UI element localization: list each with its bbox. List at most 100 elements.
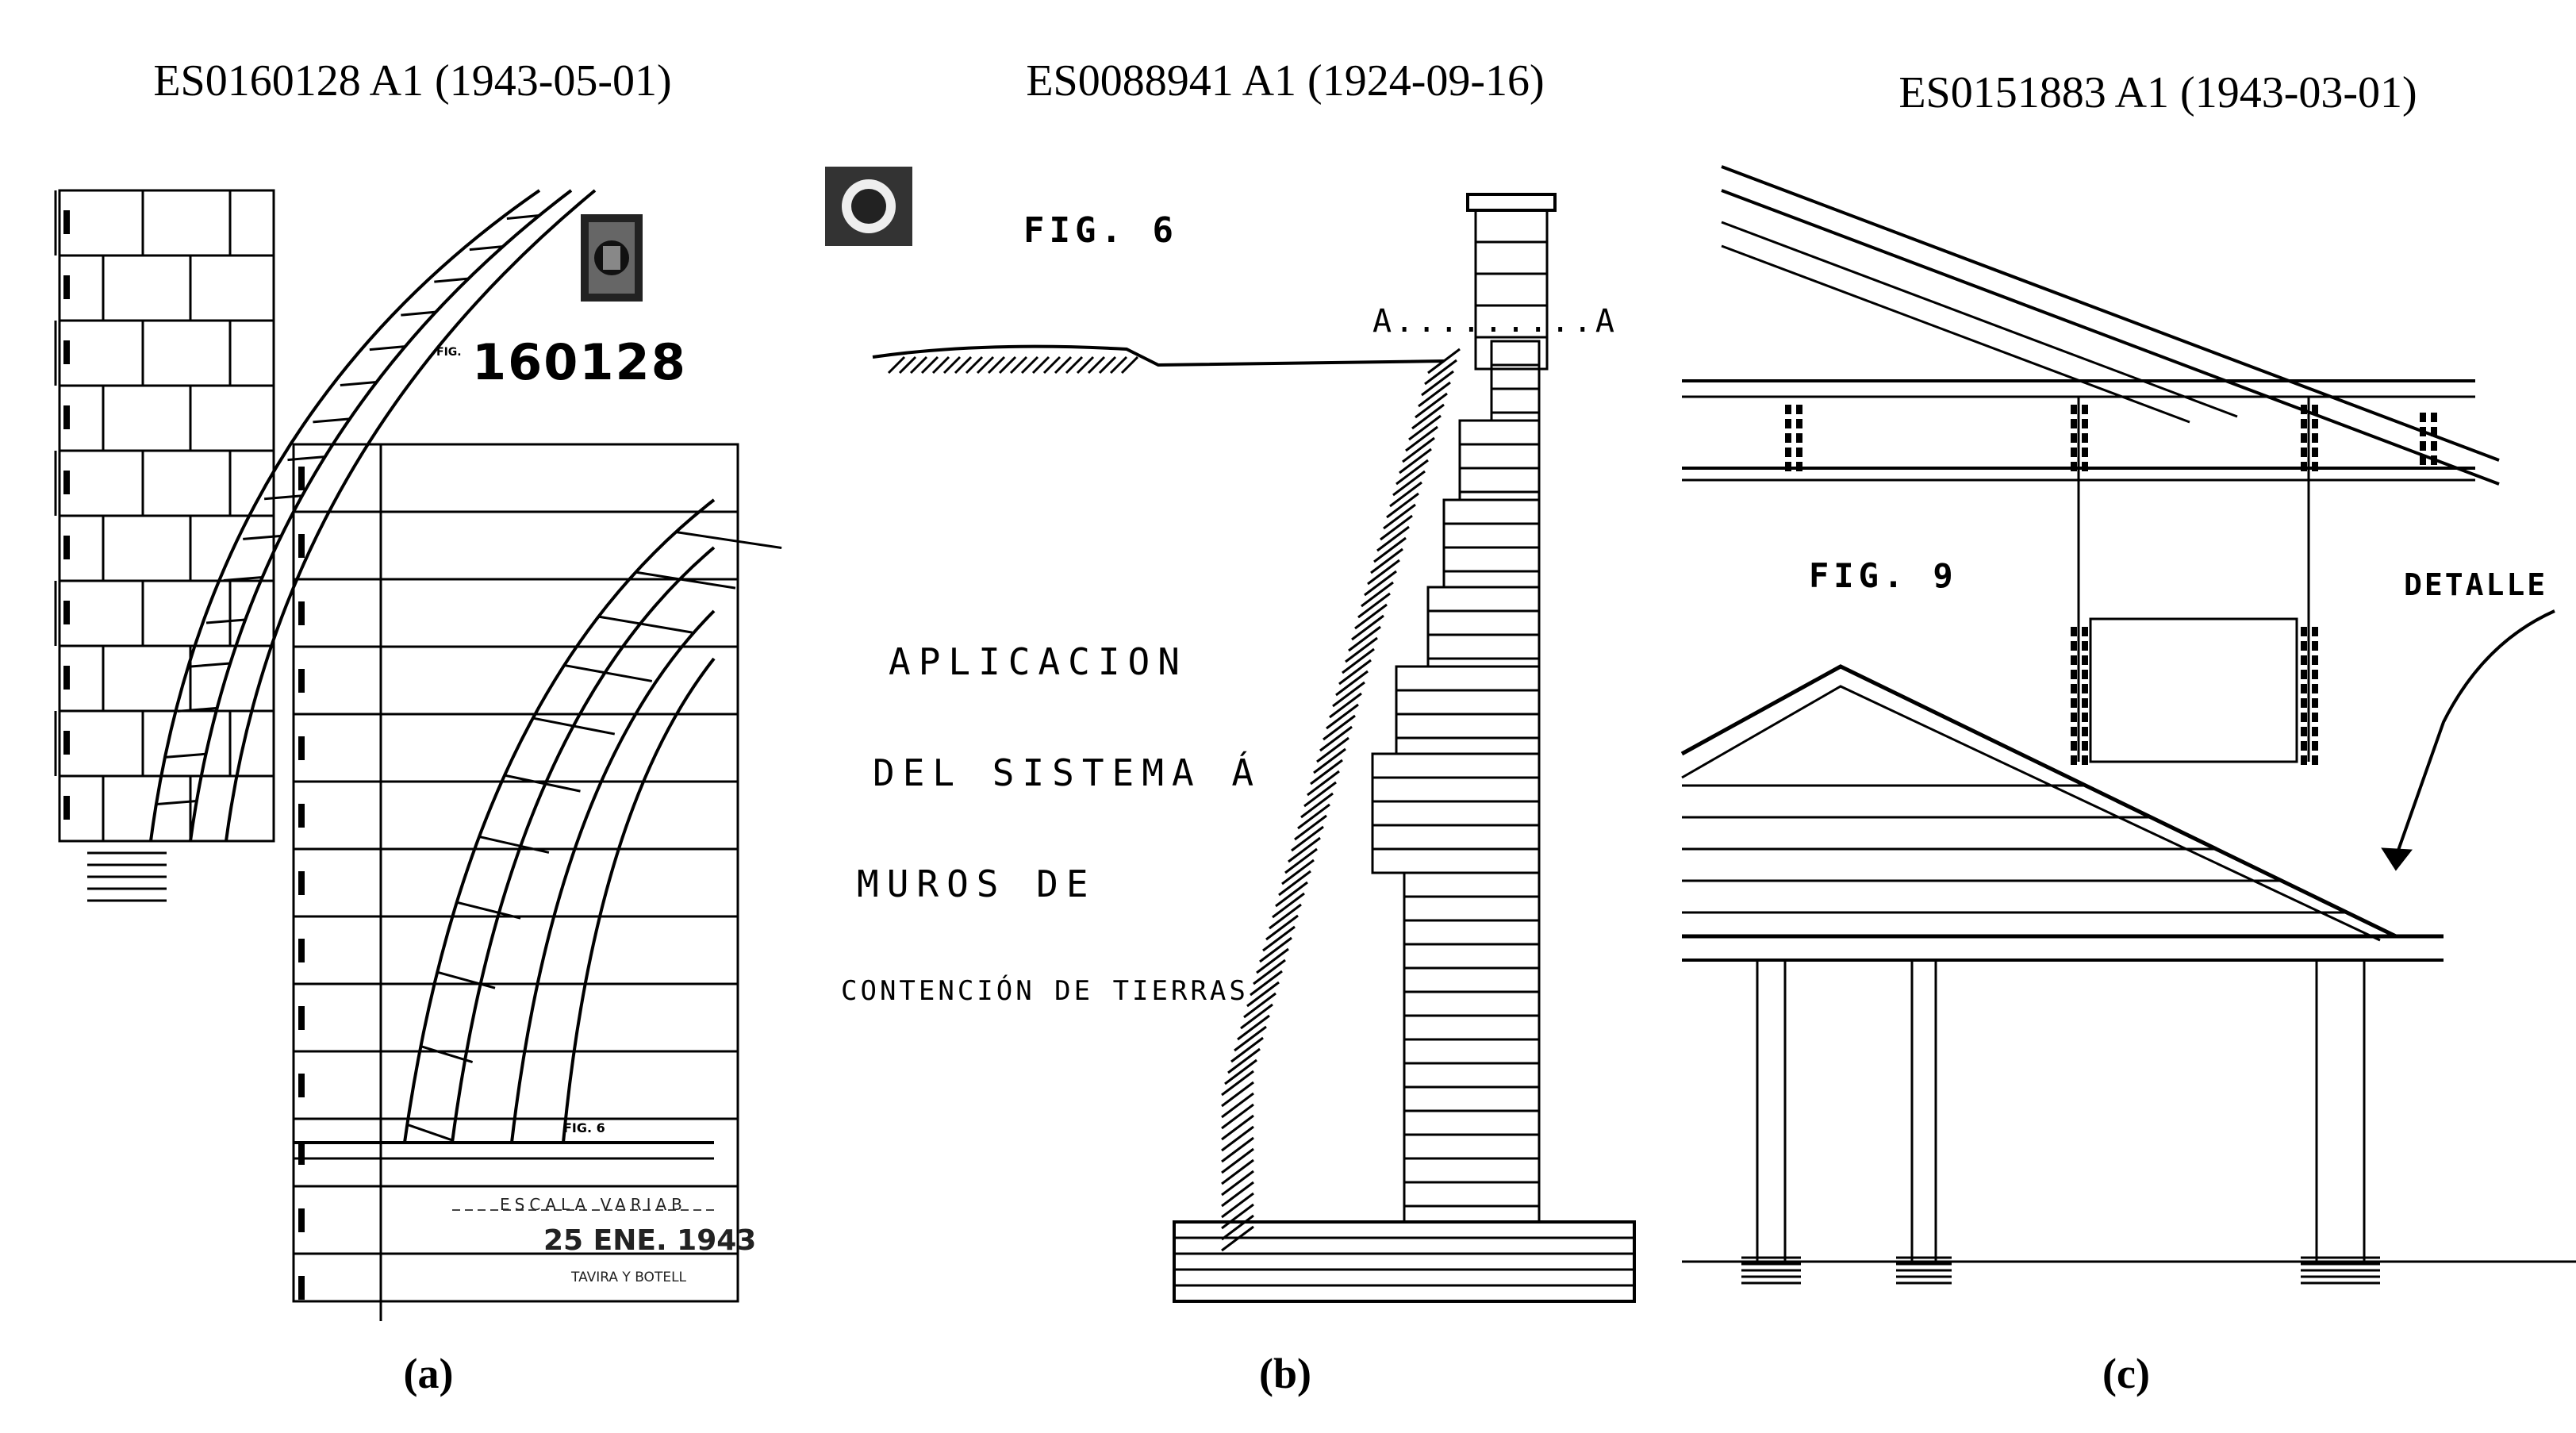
block-void bbox=[63, 666, 70, 690]
hatch-stroke bbox=[1234, 1025, 1267, 1052]
block-void bbox=[1785, 448, 1791, 457]
block-void bbox=[298, 1276, 305, 1300]
block-void bbox=[298, 534, 305, 558]
hatch-stroke bbox=[1272, 892, 1305, 919]
wall-step bbox=[1395, 665, 1541, 755]
hatch-stroke bbox=[1405, 425, 1438, 452]
block-void bbox=[1785, 419, 1791, 428]
hatch-stroke bbox=[1415, 392, 1448, 419]
hatch-stroke bbox=[1411, 403, 1445, 430]
block-void bbox=[2312, 655, 2318, 665]
block-void bbox=[1796, 405, 1802, 414]
hatch-stroke bbox=[1269, 903, 1302, 930]
caption-handwritten: APLICACION DEL SISTEMA Á MUROS DE CONTEN… bbox=[841, 640, 1253, 1007]
hatch-stroke bbox=[1418, 381, 1451, 408]
hatch-stroke bbox=[1348, 625, 1381, 652]
block-void bbox=[2431, 441, 2437, 451]
stamp-line-1: ESCALA VARIAB bbox=[500, 1195, 687, 1214]
hatch-stroke bbox=[1240, 1003, 1273, 1030]
column bbox=[1910, 959, 1937, 1263]
hatch-stroke bbox=[1120, 355, 1139, 375]
block-void bbox=[2071, 641, 2077, 651]
voussoir-joint bbox=[156, 800, 197, 805]
seal-stamp bbox=[825, 167, 912, 246]
hatch-stroke bbox=[1323, 714, 1356, 741]
block-void bbox=[2071, 741, 2077, 751]
block-void bbox=[2082, 641, 2088, 651]
block-void bbox=[2071, 655, 2077, 665]
block-void bbox=[2312, 462, 2318, 471]
retaining-wall-drawing-b: FIG. 6 A.........A APLICACION DEL SISTEM… bbox=[825, 167, 1636, 1303]
hatch-stroke bbox=[1307, 770, 1340, 797]
lower-wall-courses bbox=[292, 443, 738, 1321]
block-void bbox=[298, 467, 305, 490]
hatch-stroke bbox=[1329, 692, 1362, 719]
hatch-stroke bbox=[1230, 1036, 1264, 1063]
hatch-stroke bbox=[1227, 1047, 1261, 1074]
block-void bbox=[2301, 641, 2307, 651]
hatch-stroke bbox=[1262, 925, 1296, 952]
block-void bbox=[2082, 670, 2088, 679]
column bbox=[1756, 959, 1787, 1263]
voussoir-joint bbox=[263, 494, 303, 501]
block-void bbox=[1796, 462, 1802, 471]
block-void bbox=[2431, 427, 2437, 436]
hatch-stroke bbox=[1361, 581, 1394, 608]
hatch-stroke bbox=[1303, 781, 1337, 808]
hatch-stroke bbox=[1253, 959, 1286, 985]
panel-c-label: (c) bbox=[2102, 1350, 2150, 1397]
block-void bbox=[2082, 433, 2088, 443]
parapet-courses bbox=[1476, 209, 1547, 339]
hatch-stroke bbox=[1221, 1081, 1254, 1108]
block-void bbox=[2301, 448, 2307, 457]
block-void bbox=[63, 601, 70, 624]
voussoir-joint bbox=[434, 277, 469, 283]
block-void bbox=[2071, 419, 2077, 428]
block-void bbox=[2071, 433, 2077, 443]
block-void bbox=[2301, 684, 2307, 693]
block-void bbox=[2301, 670, 2307, 679]
hatch-stroke bbox=[1224, 1058, 1257, 1085]
block-void bbox=[1785, 405, 1791, 414]
block-void bbox=[2082, 405, 2088, 414]
hatch-stroke bbox=[1395, 459, 1429, 486]
hatch-stroke bbox=[1281, 859, 1315, 886]
panel-b: ES0088941 A1 (1924-09-16) FIG. 6 A......… bbox=[825, 0, 1682, 1433]
stepped-retaining-wall bbox=[1371, 340, 1541, 1224]
hatch-stroke bbox=[1297, 803, 1330, 830]
hatch-stroke bbox=[1221, 1114, 1254, 1141]
registry-stamp: ESCALA VARIAB 25 ENE. 1943 TAVIRA Y BOTE… bbox=[452, 1195, 756, 1285]
panel-a-label: (a) bbox=[403, 1350, 454, 1397]
hatch-stroke bbox=[1386, 492, 1419, 519]
fig-small-label: FIG. bbox=[436, 346, 462, 359]
hatch-stroke bbox=[1310, 759, 1343, 786]
earth-hatching bbox=[887, 348, 1461, 1252]
block-void bbox=[2082, 713, 2088, 722]
block-void bbox=[2301, 727, 2307, 736]
block-void bbox=[2301, 462, 2307, 471]
block-void bbox=[2082, 419, 2088, 428]
hatch-stroke bbox=[1065, 355, 1084, 375]
hatch-stroke bbox=[1020, 355, 1039, 375]
hatch-stroke bbox=[1300, 792, 1334, 819]
block-void bbox=[2301, 627, 2307, 636]
voussoir-joint bbox=[469, 245, 504, 252]
hatch-stroke bbox=[1221, 1181, 1254, 1208]
fig-label-b: FIG. 6 bbox=[1023, 210, 1178, 251]
block-void bbox=[2431, 413, 2437, 422]
voussoir-joint bbox=[406, 1123, 454, 1142]
hatch-stroke bbox=[1408, 414, 1442, 441]
voussoir-joint bbox=[223, 576, 263, 582]
hatch-stroke bbox=[898, 355, 917, 375]
hatch-stroke bbox=[1009, 355, 1028, 375]
hollow-block-posts bbox=[1785, 405, 2437, 765]
hatch-stroke bbox=[1351, 614, 1384, 641]
hatch-stroke bbox=[1367, 559, 1400, 586]
voussoir-joint bbox=[369, 345, 405, 352]
hatch-stroke bbox=[1402, 436, 1435, 463]
voussoir-joint bbox=[532, 716, 616, 736]
hatch-stroke bbox=[1421, 370, 1454, 397]
hatch-stroke bbox=[1424, 359, 1457, 386]
block-void bbox=[2301, 419, 2307, 428]
hatch-stroke bbox=[920, 355, 939, 375]
